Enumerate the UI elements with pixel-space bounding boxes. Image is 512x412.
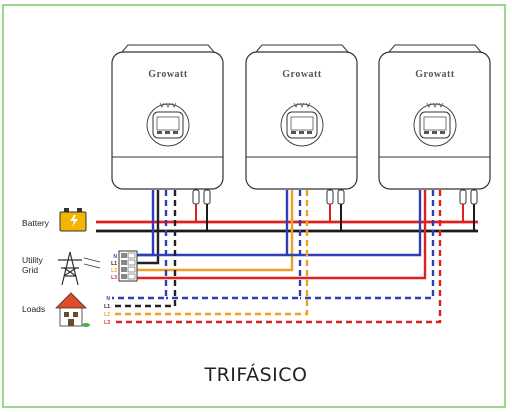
load-label-l1: L1: [104, 304, 110, 310]
page-title: TRIFÁSICO: [204, 363, 308, 386]
inverter-3: Growatt: [378, 44, 491, 190]
load-label-n: N: [106, 296, 110, 302]
diagram-frame: [2, 4, 506, 408]
brand-logo: Growatt: [415, 69, 455, 80]
battery-icon: [59, 208, 87, 232]
load-label-l3: L3: [104, 320, 110, 326]
house-icon: [55, 292, 90, 327]
brand-logo: Growatt: [282, 69, 322, 80]
load-line-labels: N L1 L2 L3: [104, 296, 110, 326]
utility-grid-label-line1: Utility: [22, 255, 44, 265]
grid-wiring: [137, 190, 427, 280]
utility-grid-label-line2: Grid: [22, 265, 38, 275]
inverter-display: [413, 102, 457, 147]
inverter-display: [146, 102, 190, 147]
breaker-label-n: N: [113, 254, 117, 260]
battery-label: Battery: [22, 218, 50, 228]
inverter-1: Growatt: [111, 44, 224, 190]
brand-logo: Growatt: [148, 69, 188, 80]
load-label-l2: L2: [104, 312, 110, 318]
inverter-display: [280, 102, 324, 147]
breaker-label-l3: L3: [111, 275, 117, 281]
grid-breakers: N L1 L2 L3: [111, 250, 138, 282]
transmission-tower-icon: [58, 251, 101, 286]
inverter-2: Growatt: [245, 44, 358, 190]
dc-connectors: [192, 189, 478, 205]
breaker-label-l2: L2: [111, 268, 117, 274]
load-wiring: [112, 190, 442, 324]
loads-label: Loads: [22, 304, 45, 314]
breaker-label-l1: L1: [111, 261, 117, 267]
